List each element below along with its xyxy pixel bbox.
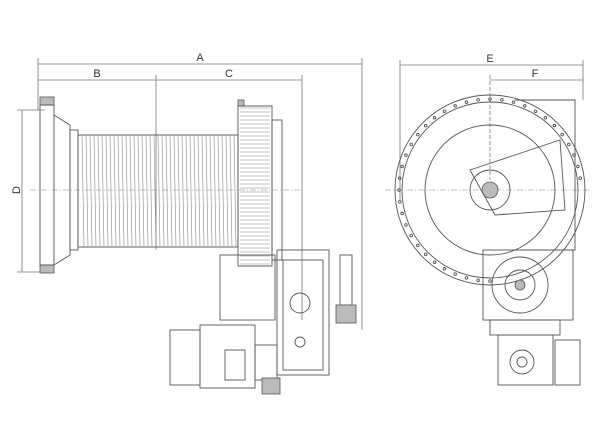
bolt-hole <box>409 233 413 238</box>
bolt-hole <box>416 132 420 137</box>
rope-groove <box>201 134 205 248</box>
rope-groove <box>193 134 197 248</box>
bolt-hole <box>533 109 538 113</box>
rope-groove <box>85 134 89 248</box>
bolt-hole <box>453 272 457 276</box>
dimension-label-b: B <box>93 68 100 80</box>
rope-groove <box>157 134 161 248</box>
rope-groove <box>225 134 229 248</box>
bolt-hole <box>397 188 401 192</box>
rope-groove <box>181 134 185 248</box>
rope-groove <box>229 134 233 248</box>
rope-groove <box>197 134 201 248</box>
side-view <box>30 96 357 395</box>
rope-groove <box>101 134 105 248</box>
bolt-hole <box>442 267 447 271</box>
dimension-label-f: F <box>532 68 539 80</box>
bolt-hole <box>398 176 402 180</box>
bolt-hole <box>476 278 480 282</box>
bolt-hole <box>404 223 408 227</box>
bolt-hole <box>500 98 504 102</box>
dimension-label-d: D <box>11 186 23 194</box>
bolt-hole <box>400 211 404 216</box>
bolt-hole <box>511 100 516 104</box>
rope-groove <box>233 134 237 248</box>
rope-groove <box>121 134 125 248</box>
rope-groove <box>165 134 169 248</box>
bolt-hole <box>432 116 437 120</box>
rope-groove <box>81 134 85 248</box>
rope-groove <box>185 134 189 248</box>
rope-groove <box>221 134 225 248</box>
rope-groove <box>97 134 101 248</box>
dimension-label-c: C <box>225 68 233 80</box>
bolt-hole <box>416 243 420 248</box>
bolt-hole <box>423 123 428 128</box>
rope-groove <box>161 134 165 248</box>
rope-groove <box>125 134 129 248</box>
rope-groove <box>145 134 149 248</box>
bolt-hole <box>423 252 428 257</box>
rope-groove <box>153 134 157 248</box>
rope-groove <box>209 134 213 248</box>
bolt-hole <box>488 97 492 101</box>
rope-groove <box>205 134 209 248</box>
rope-groove <box>129 134 133 248</box>
rope-groove <box>177 134 181 248</box>
bolt-hole <box>523 104 527 108</box>
rope-groove <box>137 134 141 248</box>
rope-groove <box>213 134 217 248</box>
rope-groove <box>93 134 97 248</box>
dimension-lines <box>17 58 584 330</box>
bolt-hole <box>404 153 408 157</box>
rope-groove <box>173 134 177 248</box>
dimension-label-a: A <box>196 52 204 64</box>
bolt-hole <box>576 164 580 169</box>
bolt-hole <box>442 109 447 113</box>
bolt-hole <box>453 104 457 108</box>
rope-groove <box>105 134 109 248</box>
bolt-hole <box>552 123 557 128</box>
rope-groove <box>141 134 145 248</box>
bolt-hole <box>398 200 402 204</box>
bolt-hole <box>488 279 492 283</box>
rope-groove <box>117 134 121 248</box>
bolt-hole <box>560 132 564 137</box>
rope-groove <box>133 134 137 248</box>
rope-groove <box>149 134 153 248</box>
bolt-hole <box>400 164 404 169</box>
bolt-hole <box>464 276 469 280</box>
bolt-hole <box>543 116 548 120</box>
dimension-label-e: E <box>486 53 493 65</box>
rope-groove <box>89 134 93 248</box>
bolt-hole <box>464 100 469 104</box>
rope-groove <box>109 134 113 248</box>
bolt-hole <box>578 176 582 180</box>
rope-groove <box>169 134 173 248</box>
end-view <box>385 94 590 386</box>
bolt-hole <box>432 260 437 264</box>
bolt-hole <box>476 98 480 102</box>
rope-groove <box>189 134 193 248</box>
bolt-hole <box>572 153 576 157</box>
rope-groove <box>113 134 117 248</box>
bolt-hole <box>409 142 413 147</box>
drum <box>77 134 239 248</box>
rope-groove <box>217 134 221 248</box>
bolt-hole <box>567 142 571 147</box>
